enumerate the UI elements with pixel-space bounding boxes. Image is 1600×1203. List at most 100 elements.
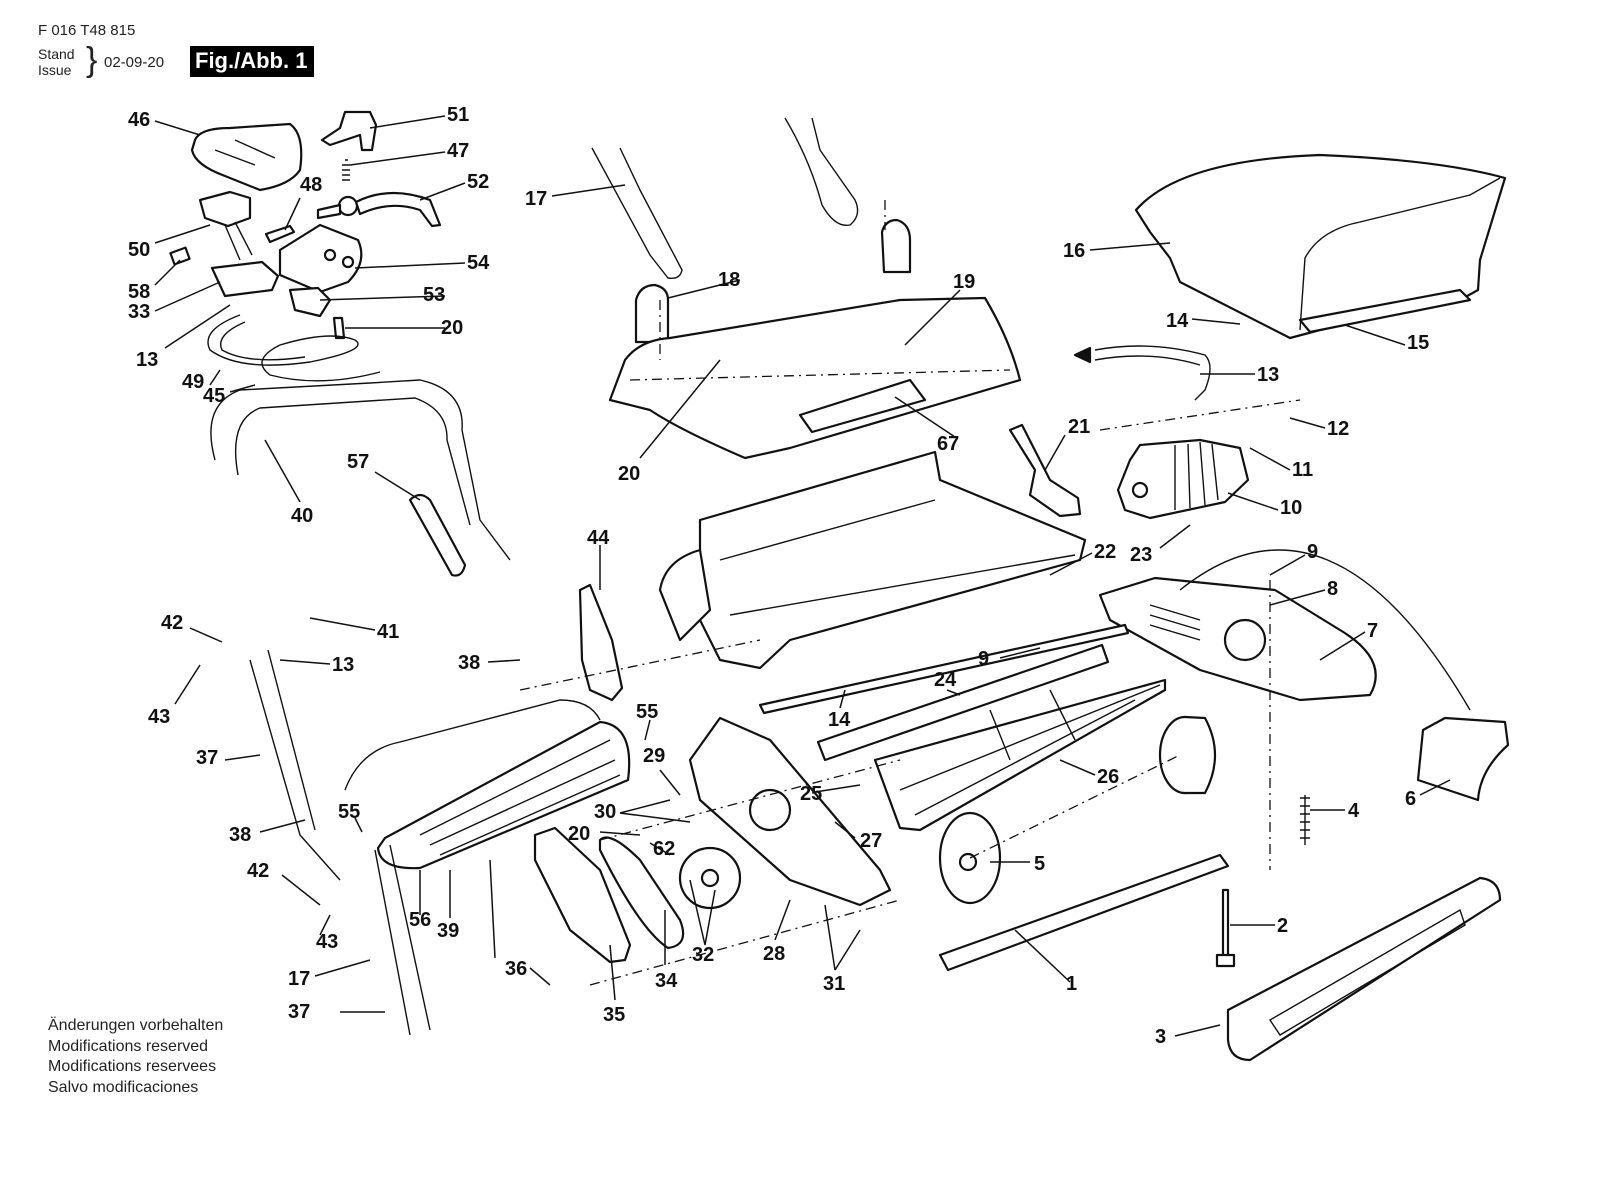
trigger-lever-part (316, 191, 442, 228)
callout-44: 44 (587, 527, 610, 549)
belt-guard-part (533, 826, 632, 964)
callout-39: 39 (437, 920, 459, 942)
callout-20: 20 (441, 317, 463, 339)
figure-label: Fig./Abb. 1 (190, 46, 315, 77)
roller-bracket-part (344, 699, 601, 791)
callout-37: 37 (196, 747, 218, 769)
callout-20: 20 (568, 823, 590, 845)
callout-25: 25 (800, 783, 822, 805)
callout-46: 46 (128, 109, 150, 131)
issue-date: 02-09-20 (104, 54, 165, 71)
callout-50: 50 (128, 239, 150, 261)
mower-chassis-part (658, 450, 1087, 670)
callout-11: 11 (1292, 459, 1313, 481)
callout-45: 45 (203, 385, 225, 407)
cutting-cylinder-part (873, 678, 1167, 832)
callout-33: 33 (128, 301, 150, 323)
rear-flap-part (1179, 549, 1510, 802)
rear-roller-part (1158, 715, 1217, 795)
callout-9: 9 (978, 648, 989, 670)
rear-shaft-part (758, 623, 1130, 715)
callout-51: 51 (447, 104, 469, 126)
notice-line-es: Salvo modificaciones (48, 1078, 199, 1096)
callout-35: 35 (603, 1004, 625, 1026)
callout-62: 62 (653, 838, 675, 860)
callout-53: 53 (423, 284, 445, 306)
callout-57: 57 (347, 451, 369, 473)
front-roller-part (376, 720, 631, 870)
height-spring-part (1300, 795, 1310, 845)
callout-58: 58 (128, 281, 150, 303)
grass-catcher-bag-part (1134, 153, 1507, 340)
callout-13: 13 (136, 349, 158, 371)
notice-line-de: Änderungen vorbehalten (48, 1017, 224, 1034)
cable-clamp-part (210, 260, 280, 298)
callout-5: 5 (1034, 853, 1045, 875)
callout-21: 21 (1068, 416, 1090, 438)
callout-14: 14 (828, 709, 851, 731)
callout-26: 26 (1097, 766, 1119, 788)
callout-41: 41 (377, 621, 399, 643)
brace-glyph: } (86, 41, 98, 79)
callout-10: 10 (1280, 497, 1302, 519)
callout-55: 55 (338, 801, 360, 823)
callout-23: 23 (1130, 544, 1152, 566)
callout-4: 4 (1348, 800, 1360, 822)
callout-29: 29 (643, 745, 665, 767)
rear-axle-part (938, 853, 1230, 972)
callout-17: 17 (288, 968, 310, 990)
callout-37: 37 (288, 1001, 310, 1023)
callout-31: 31 (823, 973, 845, 995)
callout-14: 14 (1166, 310, 1189, 332)
callout-16: 16 (1063, 240, 1085, 262)
power-cable-part (207, 314, 381, 382)
callout-42: 42 (161, 612, 183, 634)
callout-8: 8 (1327, 578, 1338, 600)
assembly-lines (519, 200, 1301, 986)
adjustment-bolt-part (1215, 888, 1236, 968)
callout-30: 30 (594, 801, 616, 823)
callout-49: 49 (182, 371, 204, 393)
callout-19: 19 (953, 271, 975, 293)
switch-housing-part (278, 223, 363, 294)
callout-34: 34 (655, 970, 678, 992)
grass-box-lid-part (608, 296, 1022, 460)
fixed-blade-bar-part (816, 643, 1110, 762)
callout-24: 24 (934, 669, 957, 691)
height-adjust-lever-right-part (1008, 423, 1082, 518)
callout-9: 9 (1307, 541, 1318, 563)
lower-handle-bar-part (210, 379, 511, 1036)
upper-handle-bar-part (591, 117, 859, 280)
callout-48: 48 (300, 174, 322, 196)
height-adjust-lever-left-part (578, 583, 624, 702)
callout-20: 20 (618, 463, 640, 485)
drive-gear-part (678, 846, 742, 910)
callout-52: 52 (467, 171, 489, 193)
strain-relief-part (288, 286, 346, 340)
callout-12: 12 (1327, 418, 1349, 440)
handle-spacer-part (408, 493, 467, 577)
stand-issue-label: Stand Issue (38, 46, 75, 78)
callout-3: 3 (1155, 1026, 1166, 1048)
notice-line-fr: Modifications reservees (48, 1058, 217, 1075)
drive-belt-part (598, 836, 685, 950)
callout-2: 2 (1277, 915, 1288, 937)
belt-cover-right-part (1098, 576, 1377, 702)
callout-1: 1 (1066, 973, 1077, 995)
callout-13: 13 (332, 654, 354, 676)
callout-38: 38 (229, 824, 251, 846)
rear-cover-part (1226, 876, 1502, 1062)
callout-labels: 46 51 47 48 52 50 54 58 33 53 13 20 49 4… (128, 104, 1429, 1048)
notice-line-en: Modifications reserved (48, 1037, 209, 1055)
callout-leaders (154, 115, 1451, 1037)
callout-43: 43 (316, 931, 338, 953)
callout-56: 56 (409, 909, 431, 931)
issue-label: Issue (38, 62, 72, 78)
pin-part (264, 224, 296, 244)
callout-43: 43 (148, 706, 170, 728)
callout-28: 28 (763, 943, 785, 965)
callout-36: 36 (505, 958, 527, 980)
callout-40: 40 (291, 505, 313, 527)
callout-17: 17 (525, 188, 547, 210)
